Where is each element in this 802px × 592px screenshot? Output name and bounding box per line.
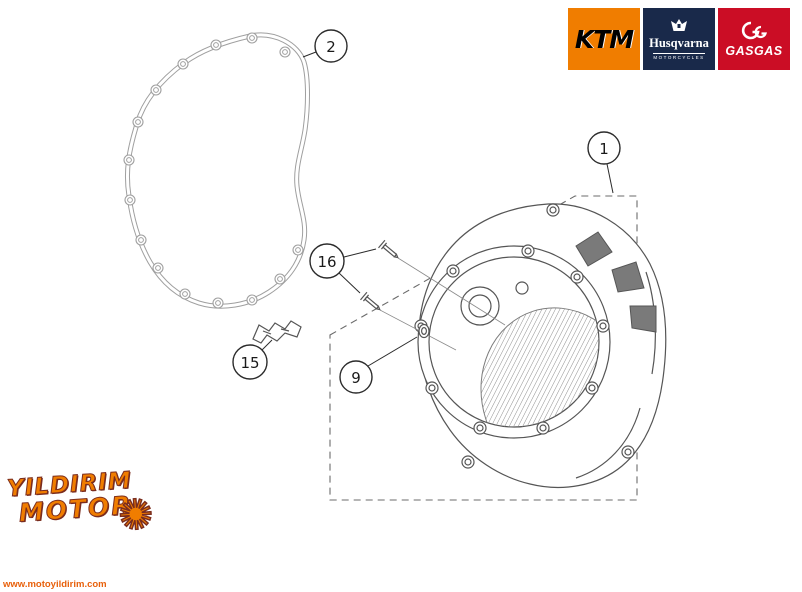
brand-logos: KTM Husqvarna MOTORCYCLES GASGAS bbox=[568, 8, 790, 70]
gasgas-wordmark: GASGAS bbox=[725, 44, 783, 58]
callout-15[interactable]: 15 bbox=[232, 339, 273, 380]
callout-16-label: 16 bbox=[317, 253, 336, 271]
callout-1-label: 1 bbox=[599, 140, 609, 158]
bracket-part bbox=[252, 320, 302, 344]
gasket-bolt-holes bbox=[123, 32, 304, 309]
callout-1[interactable]: 1 bbox=[587, 131, 621, 194]
dealer-watermark: YILDIRIM MOTOR ✺ bbox=[6, 467, 159, 540]
ktm-wordmark: KTM bbox=[574, 24, 634, 54]
dealer-website-url: www.motoyildirim.com bbox=[3, 579, 107, 590]
callout-16[interactable]: 16 bbox=[309, 243, 377, 294]
clutch-cover-part bbox=[414, 203, 667, 489]
gasket-part bbox=[123, 32, 310, 309]
husqvarna-crown-icon bbox=[671, 19, 687, 31]
callout-2[interactable]: 2 bbox=[302, 29, 348, 63]
callout-9[interactable]: 9 bbox=[339, 336, 418, 394]
callout-2-label: 2 bbox=[326, 38, 336, 56]
screw-part-a bbox=[378, 239, 506, 326]
gasgas-emblem-icon bbox=[741, 21, 767, 40]
gasgas-logo: GASGAS bbox=[718, 8, 790, 70]
husqvarna-sublabel: MOTORCYCLES bbox=[653, 53, 705, 60]
plug-part bbox=[418, 323, 430, 339]
husqvarna-logo: Husqvarna MOTORCYCLES bbox=[643, 8, 715, 70]
screw-part-b bbox=[360, 291, 457, 351]
sunburst-icon: ✺ bbox=[116, 489, 156, 540]
husqvarna-wordmark: Husqvarna bbox=[649, 36, 709, 50]
callout-9-label: 9 bbox=[351, 369, 361, 387]
callout-15-label: 15 bbox=[240, 354, 259, 372]
ktm-logo: KTM bbox=[568, 8, 640, 70]
hatched-area bbox=[480, 307, 599, 427]
